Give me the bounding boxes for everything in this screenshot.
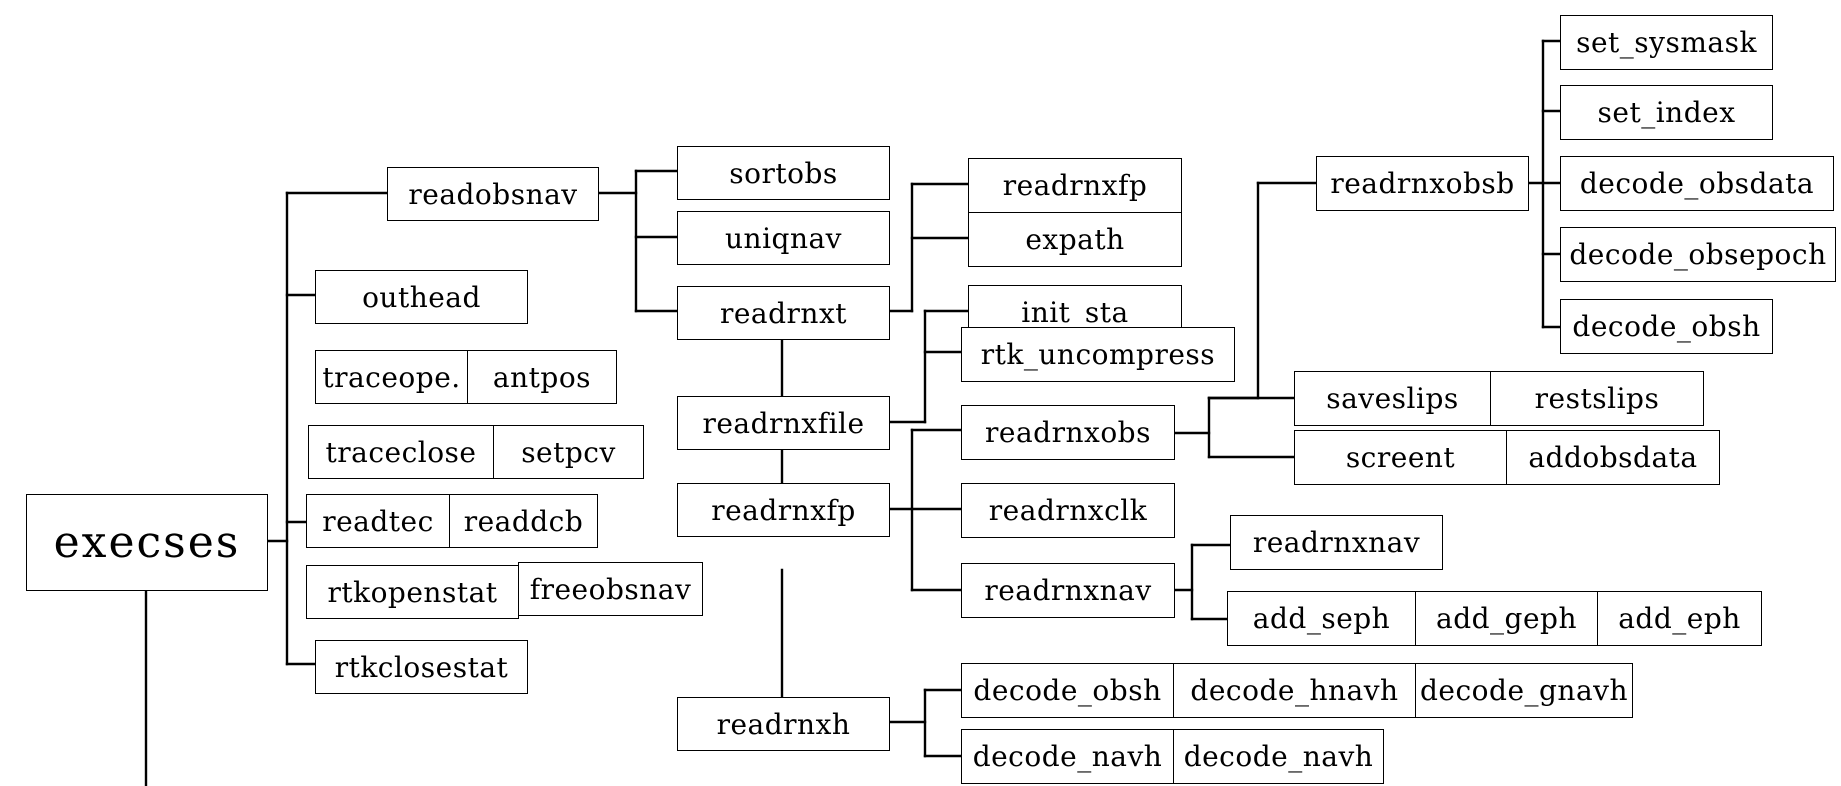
node-readrnxfile: readrnxfile bbox=[677, 396, 890, 450]
node-readrnxh: readrnxh bbox=[677, 697, 890, 751]
node-readrnxfp-mid: readrnxfp bbox=[677, 483, 890, 537]
node-readrnxclk: readrnxclk bbox=[961, 483, 1175, 538]
node-addobsdata: addobsdata bbox=[1506, 430, 1720, 485]
node-add-geph: add_geph bbox=[1415, 591, 1598, 646]
node-execses: execses bbox=[26, 494, 268, 591]
node-freeobsnav: freeobsnav bbox=[518, 562, 703, 616]
node-sortobs: sortobs bbox=[677, 146, 890, 200]
node-set-sysmask: set_sysmask bbox=[1560, 15, 1773, 70]
node-readtec: readtec bbox=[306, 494, 450, 548]
node-add-eph: add_eph bbox=[1597, 591, 1762, 646]
node-readrnxobs: readrnxobs bbox=[961, 405, 1175, 460]
node-readrnxfp-top: readrnxfp bbox=[968, 158, 1182, 213]
node-add-seph: add_seph bbox=[1227, 591, 1416, 646]
node-saveslips: saveslips bbox=[1294, 371, 1491, 426]
node-decode-obsh-bottom: decode_obsh bbox=[961, 663, 1174, 718]
node-rtk-uncompress: rtk_uncompress bbox=[961, 327, 1235, 382]
node-set-index: set_index bbox=[1560, 85, 1773, 140]
node-readrnxnav-right: readrnxnav bbox=[1230, 515, 1443, 570]
node-expath: expath bbox=[968, 212, 1182, 267]
node-decode-hnavh: decode_hnavh bbox=[1173, 663, 1416, 718]
node-traceope: traceope. bbox=[315, 350, 468, 404]
node-decode-obsh-right: decode_obsh bbox=[1560, 299, 1773, 354]
node-screent: screent bbox=[1294, 430, 1507, 485]
node-setpcv: setpcv bbox=[493, 425, 644, 479]
node-restslips: restslips bbox=[1490, 371, 1704, 426]
node-rtkclosestat: rtkclosestat bbox=[315, 640, 528, 694]
node-readrnxt: readrnxt bbox=[677, 286, 890, 340]
node-decode-navh-2: decode_navh bbox=[1173, 729, 1384, 784]
node-antpos: antpos bbox=[467, 350, 617, 404]
node-readobsnav: readobsnav bbox=[387, 167, 599, 221]
node-outhead: outhead bbox=[315, 270, 528, 324]
node-readrnxobsb: readrnxobsb bbox=[1316, 156, 1529, 211]
node-readrnxnav-mid: readrnxnav bbox=[961, 563, 1175, 618]
node-rtkopenstat: rtkopenstat bbox=[306, 565, 519, 619]
node-decode-obsdata: decode_obsdata bbox=[1560, 156, 1834, 211]
node-traceclose: traceclose bbox=[308, 425, 494, 479]
node-uniqnav: uniqnav bbox=[677, 211, 890, 265]
node-decode-gnavh: decode_gnavh bbox=[1415, 663, 1633, 718]
node-decode-navh-1: decode_navh bbox=[961, 729, 1174, 784]
node-decode-obsepoch: decode_obsepoch bbox=[1560, 227, 1836, 282]
node-readdcb: readdcb bbox=[449, 494, 598, 548]
